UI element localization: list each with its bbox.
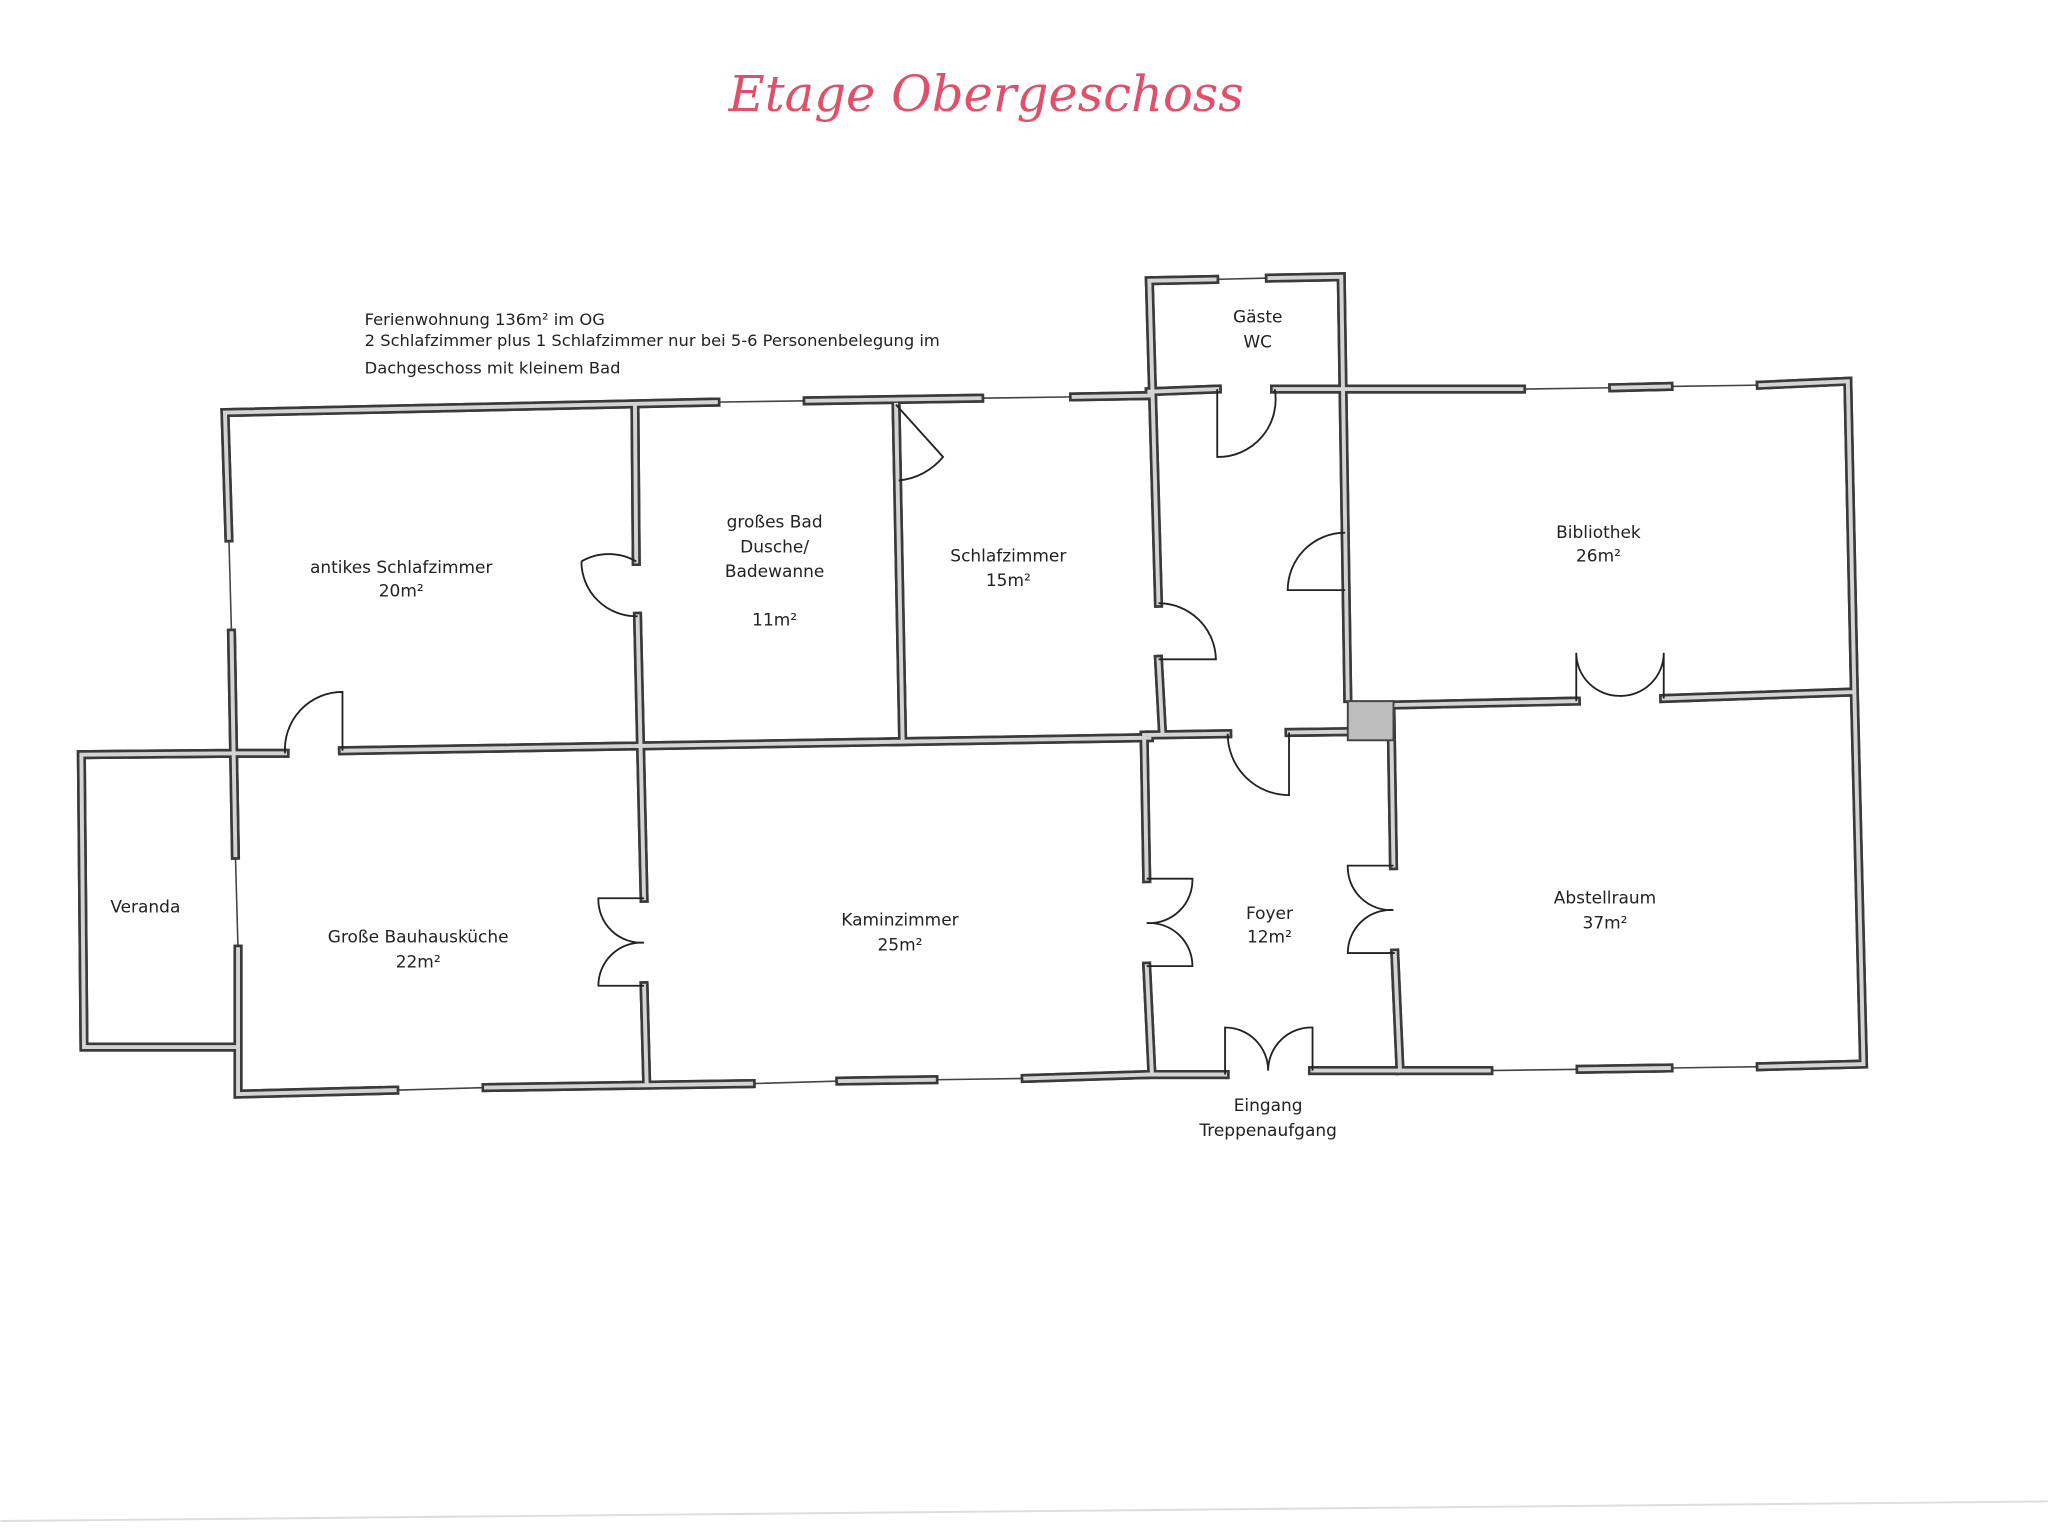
walls — [76, 272, 1869, 1099]
svg-text:Badewanne: Badewanne — [725, 562, 824, 582]
svg-text:Große Bauhausküche: Große Bauhausküche — [328, 928, 509, 948]
description-note: Ferienwohnung 136m² im OG 2 Schlafzimmer… — [365, 310, 940, 377]
svg-text:Dusche/: Dusche/ — [740, 537, 809, 557]
svg-text:26m²: 26m² — [1576, 546, 1621, 566]
room-label-bibliothek: Bibliothek 26m² — [1556, 523, 1641, 567]
svg-text:2 Schlafzimmer plus 1 Schlafzi: 2 Schlafzimmer plus 1 Schlafzimmer nur b… — [365, 331, 940, 350]
door-antik — [284, 691, 344, 754]
svg-text:25m²: 25m² — [877, 935, 922, 955]
door-bad — [895, 404, 945, 482]
door-schlaf — [1158, 602, 1217, 661]
svg-text:Foyer: Foyer — [1246, 904, 1293, 924]
room-label-grosses-bad: großes Bad Dusche/ Badewanne 11m² — [725, 512, 824, 630]
door-bad-antik — [580, 553, 638, 618]
svg-text:Gäste: Gäste — [1233, 307, 1282, 327]
room-label-schlafzimmer: Schlafzimmer 15m² — [950, 546, 1066, 591]
svg-text:15m²: 15m² — [986, 571, 1031, 591]
room-label-antikes-schlafzimmer: antikes Schlafzimmer 20m² — [310, 558, 492, 602]
svg-text:Eingang: Eingang — [1234, 1096, 1303, 1116]
pillar — [1346, 700, 1395, 742]
label-eingang: Eingang Treppenaufgang — [1198, 1096, 1336, 1141]
room-label-gaeste-wc: Gäste WC — [1233, 307, 1282, 352]
door-wc — [1216, 388, 1277, 458]
svg-text:12m²: 12m² — [1247, 928, 1292, 948]
svg-text:Bibliothek: Bibliothek — [1556, 523, 1641, 543]
room-label-abstellraum: Abstellraum 37m² — [1554, 888, 1656, 933]
svg-text:Schlafzimmer: Schlafzimmer — [950, 546, 1066, 566]
door-foyer-abstell — [1346, 864, 1395, 955]
svg-text:Treppenaufgang: Treppenaufgang — [1198, 1121, 1336, 1141]
svg-text:Dachgeschoss mit kleinem Bad: Dachgeschoss mit kleinem Bad — [365, 358, 621, 377]
svg-text:antikes Schlafzimmer: antikes Schlafzimmer — [310, 558, 492, 578]
handwritten-title: Etage Obergeschoss — [728, 65, 1244, 123]
svg-text:Veranda: Veranda — [110, 898, 180, 918]
svg-text:großes Bad: großes Bad — [727, 512, 823, 532]
svg-text:WC: WC — [1243, 332, 1272, 352]
svg-text:Abstellraum: Abstellraum — [1554, 888, 1656, 908]
room-label-kueche: Große Bauhausküche 22m² — [328, 928, 509, 973]
svg-text:20m²: 20m² — [379, 582, 424, 602]
room-label-kaminzimmer: Kaminzimmer 25m² — [841, 911, 958, 956]
scan-edge — [0, 1500, 2048, 1523]
door-kamin-foyer — [1146, 877, 1194, 968]
svg-text:Ferienwohnung 136m² im OG: Ferienwohnung 136m² im OG — [365, 310, 605, 329]
windows — [228, 277, 1761, 1091]
door-foyer-top — [1226, 732, 1290, 797]
room-label-veranda: Veranda — [110, 898, 180, 918]
door-bibliothek — [1286, 531, 1346, 592]
svg-text:22m²: 22m² — [396, 952, 441, 972]
door-kueche-kamin — [597, 897, 645, 987]
door-bib-abstell — [1575, 652, 1665, 702]
svg-text:37m²: 37m² — [1583, 913, 1628, 933]
door-entrance — [1224, 1026, 1314, 1075]
svg-text:11m²: 11m² — [752, 610, 797, 630]
room-label-foyer: Foyer 12m² — [1246, 904, 1293, 948]
doors — [284, 388, 1665, 1075]
svg-text:Kaminzimmer: Kaminzimmer — [841, 911, 958, 931]
